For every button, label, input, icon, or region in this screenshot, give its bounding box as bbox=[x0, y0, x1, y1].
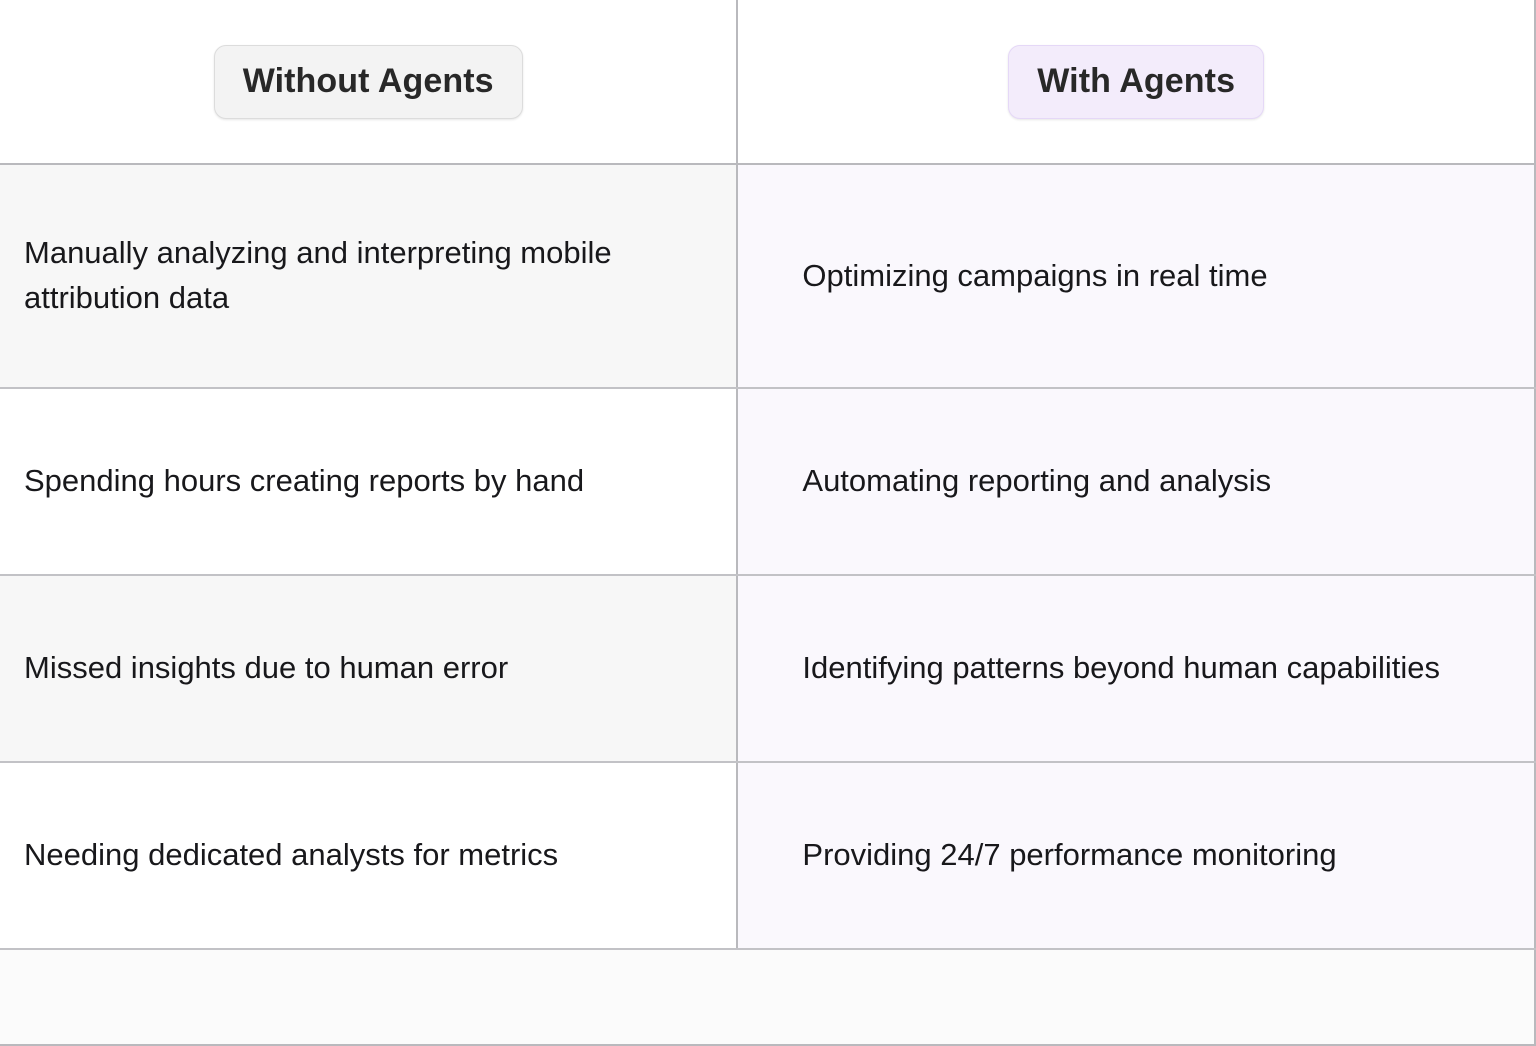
table-body: Manually analyzing and interpreting mobi… bbox=[0, 164, 1536, 1046]
badge-with-agents: With Agents bbox=[1008, 44, 1265, 119]
table-row: Manually analyzing and interpreting mobi… bbox=[0, 164, 1536, 389]
table-row: Missed insights due to human error Ident… bbox=[0, 575, 1536, 763]
column-header-without-agents: Without Agents bbox=[0, 0, 739, 165]
cell-without-agents: Spending hours creating reports by hand bbox=[0, 388, 739, 576]
cell-with-agents: Automating reporting and analysis bbox=[737, 388, 1536, 576]
table-row: Needing dedicated analysts for metrics P… bbox=[0, 762, 1536, 950]
cell-without-agents: Needing dedicated analysts for metrics bbox=[0, 762, 739, 950]
cell-with-agents: Providing 24/7 performance monitoring bbox=[737, 762, 1536, 950]
table-footer-cell bbox=[0, 948, 1536, 1046]
cell-without-agents: Manually analyzing and interpreting mobi… bbox=[0, 164, 739, 389]
cell-without-agents: Missed insights due to human error bbox=[0, 575, 739, 763]
header-row: Without Agents With Agents bbox=[0, 0, 1536, 165]
table-footer-row bbox=[0, 948, 1536, 1046]
badge-without-agents: Without Agents bbox=[213, 44, 523, 119]
cell-with-agents: Optimizing campaigns in real time bbox=[737, 164, 1536, 389]
column-header-with-agents: With Agents bbox=[737, 0, 1536, 165]
cell-with-agents: Identifying patterns beyond human capabi… bbox=[737, 575, 1536, 763]
table-row: Spending hours creating reports by hand … bbox=[0, 388, 1536, 576]
table-header: Without Agents With Agents bbox=[0, 0, 1536, 165]
